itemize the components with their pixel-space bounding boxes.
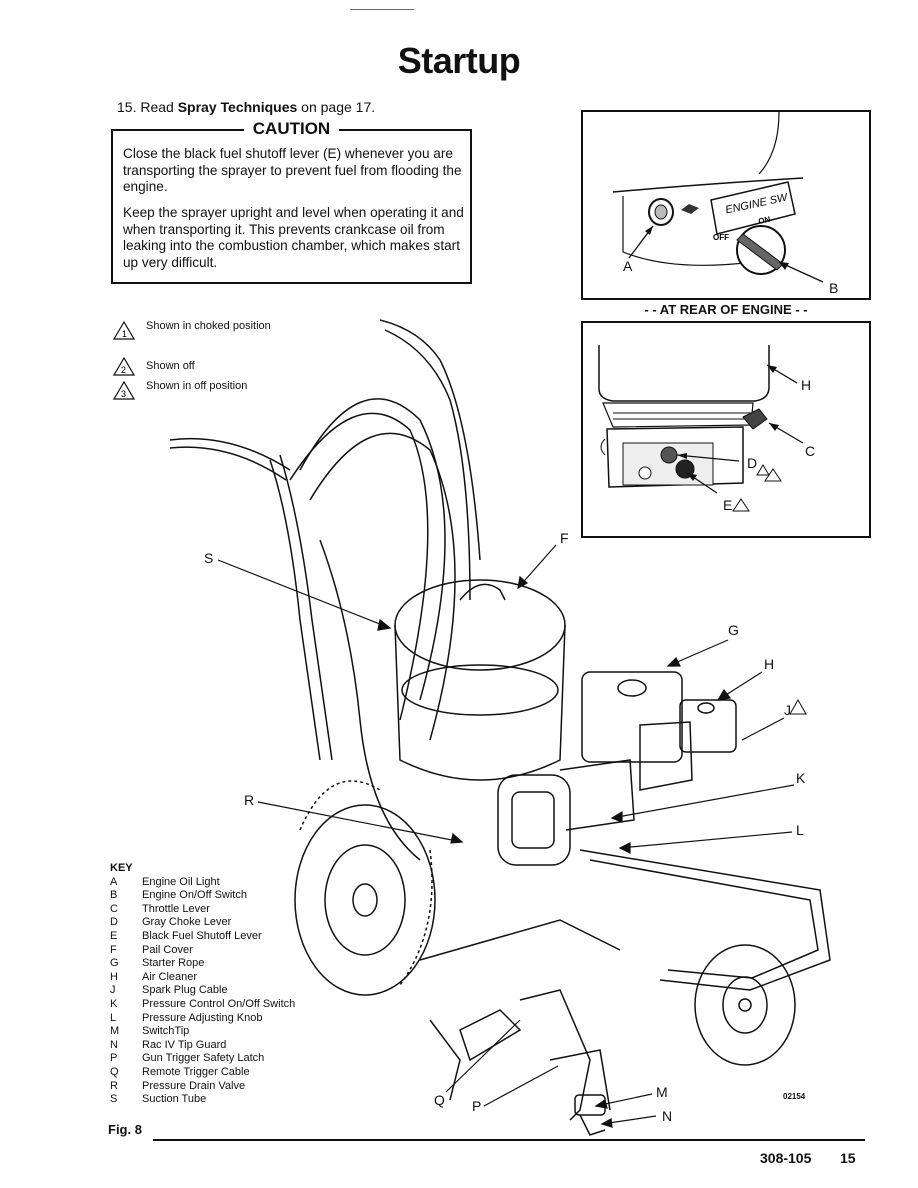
callout-b: B	[829, 280, 839, 296]
callout-e: E	[723, 497, 733, 513]
legend-item-1: 1 Shown in choked position	[112, 320, 271, 348]
key-heading: KEY	[110, 862, 133, 874]
legend-num-3: 3	[121, 389, 126, 399]
callout-f: F	[560, 530, 569, 546]
page-number: 15	[840, 1150, 856, 1166]
callout-q: Q	[434, 1092, 445, 1108]
image-number: 02154	[783, 1092, 806, 1101]
off-text: OFF	[713, 233, 729, 242]
warning-triangle-1-icon: 1	[112, 320, 136, 340]
caution-paragraph-1: Close the black fuel shutoff lever (E) w…	[123, 146, 462, 194]
step-suffix: on page 17.	[301, 99, 376, 115]
top-rule	[350, 9, 414, 10]
on-text: ON	[758, 215, 772, 226]
rear-engine-panel: H C D E	[581, 321, 871, 538]
callout-k: K	[796, 770, 806, 786]
legend-item-2: 2 Shown off	[112, 356, 263, 376]
step-link-text: Spray Techniques	[177, 99, 298, 115]
callout-m: M	[656, 1084, 668, 1100]
warning-triangle-3-icon: 3	[112, 380, 136, 400]
page-title: Startup	[397, 40, 521, 81]
callout-d: D	[747, 455, 758, 471]
figure-rule	[153, 1139, 865, 1141]
part-number: 308-105	[760, 1150, 812, 1166]
legend-text-1: Shown in choked position	[146, 320, 271, 332]
callout-h: H	[764, 656, 775, 672]
figure-label: Fig. 8	[108, 1122, 142, 1137]
caution-paragraph-2: Keep the sprayer upright and level when …	[123, 205, 464, 270]
engine-switch-panel: ENGINE SW ON OFF A B	[581, 110, 871, 300]
warning-triangle-2-icon: 2	[112, 356, 136, 376]
callout-n: N	[662, 1108, 673, 1124]
callout-j: J	[784, 702, 791, 718]
caution-box: CAUTION Close the black fuel shutoff lev…	[111, 119, 472, 284]
rear-engine-illustration	[598, 345, 804, 512]
callout-c: C	[805, 443, 816, 459]
step-prefix: Read	[140, 99, 174, 115]
callout-h-rear: H	[801, 377, 812, 393]
legend-item-3: 3 Shown in off position	[112, 380, 263, 408]
caution-title: CAUTION	[113, 119, 470, 139]
legend-num-2: 2	[121, 365, 126, 375]
engine-switch-illustration: ENGINE SW ON OFF	[612, 111, 824, 283]
rear-of-engine-label: - - AT REAR OF ENGINE - -	[644, 302, 808, 317]
legend-text-2: Shown off	[146, 360, 195, 372]
callout-r: R	[244, 792, 255, 808]
callout-g: G	[728, 622, 739, 638]
callout-l: L	[796, 822, 804, 838]
step-number: 15.	[117, 99, 137, 115]
callout-p: P	[472, 1098, 482, 1114]
callout-a: A	[623, 258, 633, 274]
step-15: 15. Read Spray Techniques on page 17.	[117, 99, 375, 115]
legend-text-3: Shown in off position	[146, 380, 248, 392]
legend-num-1: 1	[122, 329, 127, 339]
callout-s: S	[204, 550, 214, 566]
